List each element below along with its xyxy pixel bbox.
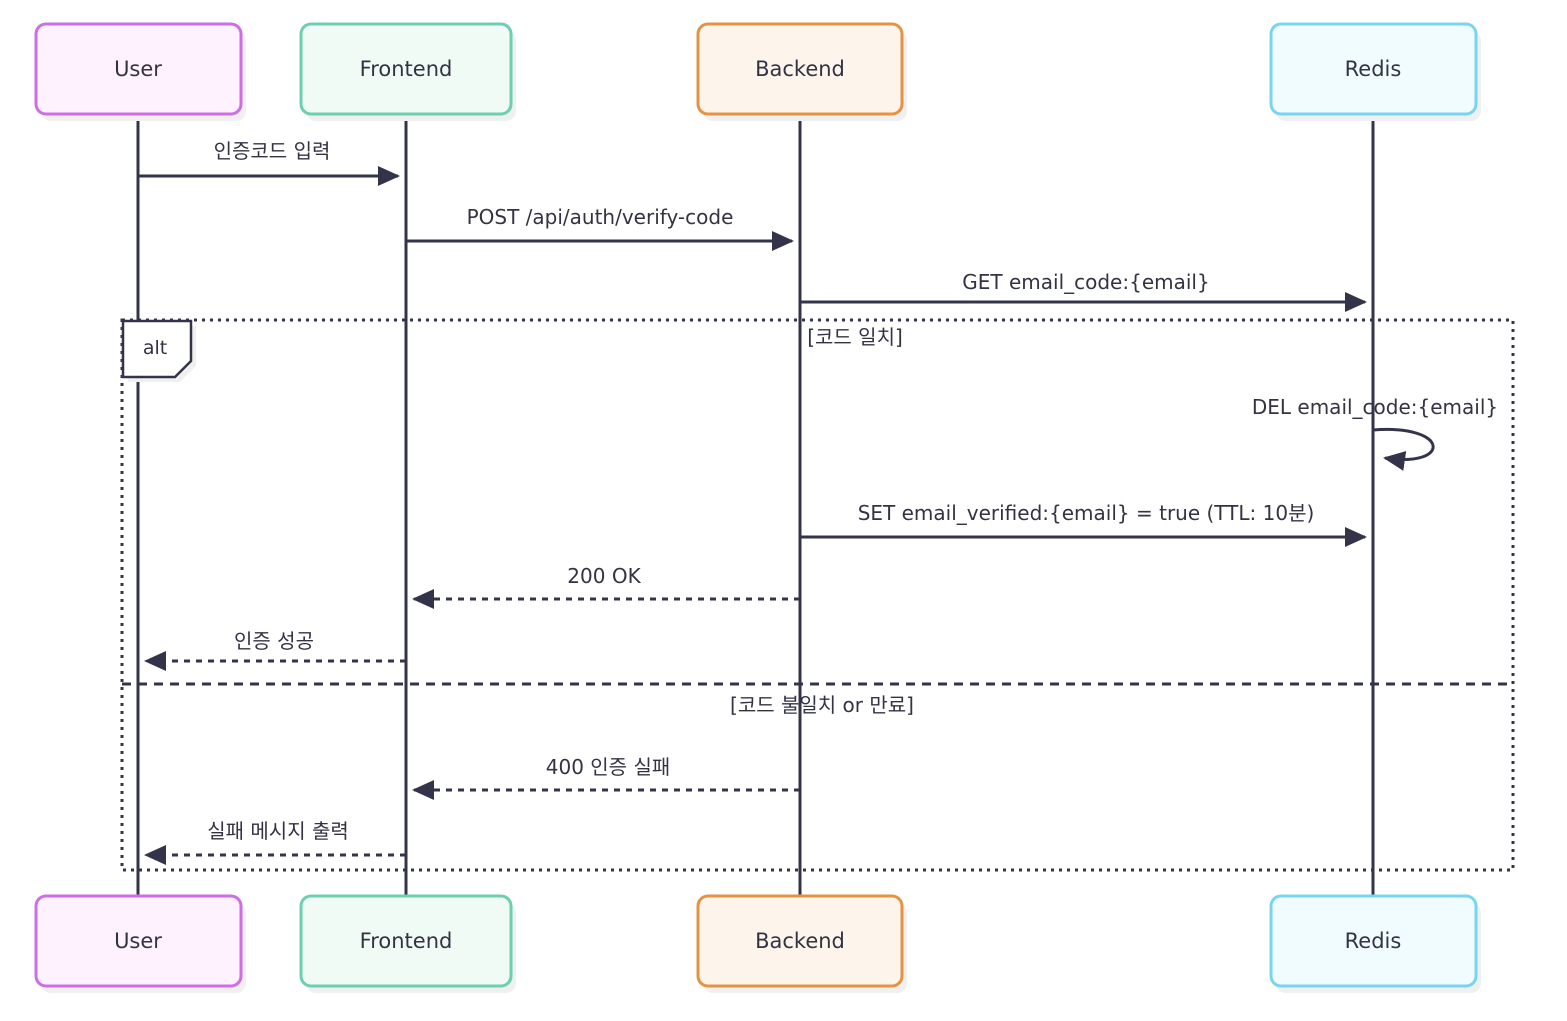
alt-condition-1: [코드 일치] — [807, 325, 903, 349]
message-backend-to-frontend-200-ok: 200 OK — [412, 564, 800, 609]
message-label: 인증코드 입력 — [214, 139, 331, 163]
message-label: 400 인증 실패 — [546, 755, 671, 779]
participant-box[interactable] — [299, 894, 513, 988]
participant-box[interactable] — [1269, 22, 1478, 116]
participant-box[interactable] — [696, 894, 904, 988]
alt-tag-box — [121, 319, 193, 379]
participant-box[interactable] — [34, 894, 243, 988]
message-self-loop-arrow — [1372, 427, 1435, 471]
participant-user-bottom[interactable]: User — [34, 894, 246, 993]
participant-label: Redis — [1345, 929, 1402, 953]
alt-tag-label: alt — [143, 337, 167, 359]
message-user-to-frontend-input-code: 인증코드 입력 — [138, 139, 400, 186]
message-label: SET email_verified:{email} = true (TTL: … — [858, 501, 1315, 525]
participant-box[interactable] — [34, 22, 243, 116]
message-backend-to-frontend-400-auth-fail: 400 인증 실패 — [412, 755, 800, 800]
participant-label: Redis — [1345, 57, 1402, 81]
participant-label: Backend — [755, 57, 845, 81]
participant-label: Frontend — [360, 57, 453, 81]
participant-redis-bottom[interactable]: Redis — [1269, 894, 1481, 993]
message-frontend-to-backend-post-verify-code: POST /api/auth/verify-code — [406, 205, 794, 251]
participant-boxes-top: User Frontend Backend Redis — [34, 22, 1481, 121]
message-frontend-to-user-fail-message: 실패 메시지 출력 — [144, 819, 406, 865]
participant-label: Frontend — [360, 929, 453, 953]
participant-backend-top[interactable]: Backend — [696, 22, 907, 121]
message-label: 실패 메시지 출력 — [207, 819, 349, 843]
messages: 인증코드 입력 POST /api/auth/verify-code GET e… — [138, 139, 1498, 865]
participant-backend-bottom[interactable]: Backend — [696, 894, 907, 993]
alt-fragment-outline — [120, 318, 1515, 872]
participant-user-top[interactable]: User — [34, 22, 246, 121]
participant-label: Backend — [755, 929, 845, 953]
message-backend-to-redis-set-email-verified: SET email_verified:{email} = true (TTL: … — [800, 501, 1367, 547]
participant-box[interactable] — [299, 22, 513, 116]
alt-fragment: alt [코드 일치] [코드 불일치 or 만료] — [120, 318, 1515, 872]
message-label: 인증 성공 — [234, 629, 314, 653]
message-redis-self-del-email-code: DEL email_code:{email} — [1252, 395, 1498, 471]
participant-frontend-bottom[interactable]: Frontend — [299, 894, 516, 993]
message-backend-to-redis-get-email-code: GET email_code:{email} — [800, 270, 1367, 312]
participant-redis-top[interactable]: Redis — [1269, 22, 1481, 121]
participant-box[interactable] — [1269, 894, 1478, 988]
participant-frontend-top[interactable]: Frontend — [299, 22, 516, 121]
message-label: DEL email_code:{email} — [1252, 395, 1498, 419]
message-label: 200 OK — [567, 564, 641, 588]
participant-label: User — [114, 57, 162, 81]
message-label: POST /api/auth/verify-code — [467, 205, 734, 229]
participant-box[interactable] — [696, 22, 904, 116]
lifelines — [136, 114, 1375, 896]
message-frontend-to-user-auth-success: 인증 성공 — [144, 629, 406, 671]
participant-boxes-bottom: User Frontend Backend Redis — [34, 894, 1481, 993]
message-label: GET email_code:{email} — [962, 270, 1209, 294]
participant-label: User — [114, 929, 162, 953]
alt-condition-2: [코드 불일치 or 만료] — [730, 693, 914, 717]
